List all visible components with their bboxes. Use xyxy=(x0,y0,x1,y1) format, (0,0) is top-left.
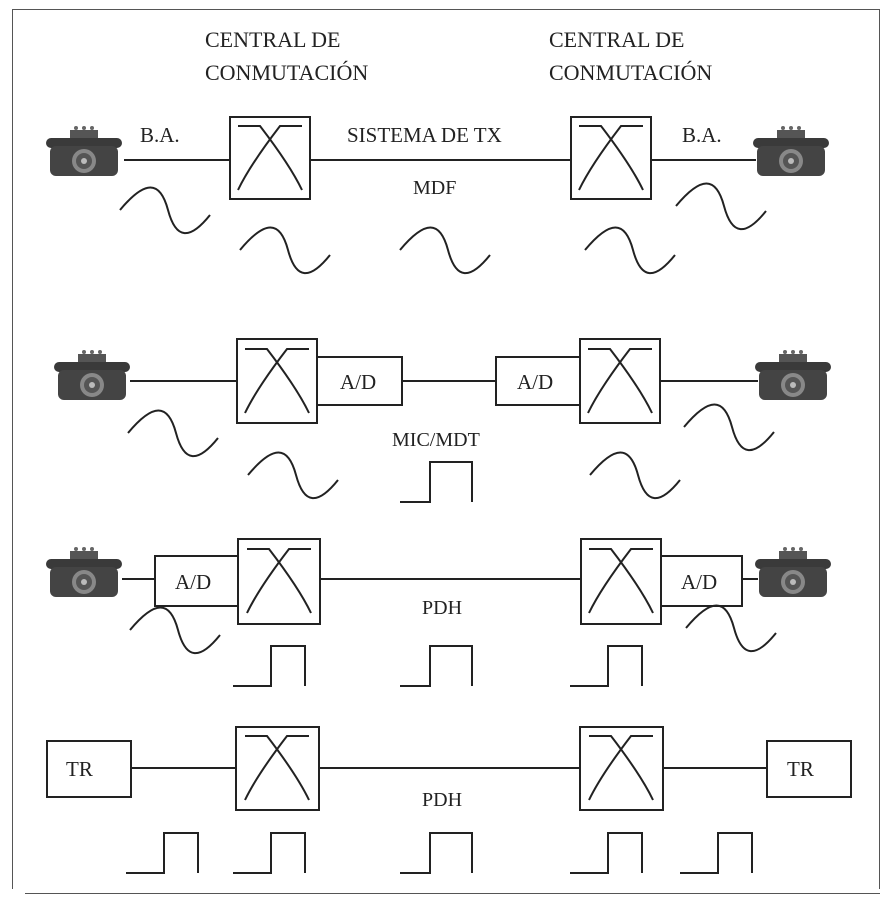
row-mic-mdt: A/D A/D MIC/MDT xyxy=(54,338,831,503)
pdh-label: PDH xyxy=(422,789,462,811)
row-pdh-2: TR TR PDH xyxy=(46,726,852,874)
central-left-title-2: CONMUTACIÓN xyxy=(205,60,368,85)
ad-left-label: A/D xyxy=(175,570,211,594)
central-right-title-1: CENTRAL DE xyxy=(549,27,684,52)
ad-left-label: A/D xyxy=(340,370,376,394)
figure-frame xyxy=(12,9,880,889)
row-pdh-1: A/D A/D PDH xyxy=(46,538,831,687)
switch-box-left xyxy=(229,116,311,200)
switch-box-right xyxy=(579,726,664,811)
tr-left-label: TR xyxy=(66,757,93,781)
switch-box-right xyxy=(570,116,652,200)
switch-box-left xyxy=(237,538,321,625)
row-mdf: B.A. B.A. SISTEMA DE TX MDF xyxy=(46,116,829,275)
ba-right-label: B.A. xyxy=(682,123,722,147)
tr-right-label: TR xyxy=(787,757,814,781)
tr-box-left xyxy=(46,740,132,798)
ad-converter-right xyxy=(660,555,743,607)
figure-frame-bottom xyxy=(25,893,880,894)
ad-right-label: A/D xyxy=(681,570,717,594)
switch-box-right xyxy=(579,338,661,424)
ba-left-label: B.A. xyxy=(140,123,180,147)
pdh-label: PDH xyxy=(422,597,462,619)
central-right-title-2: CONMUTACIÓN xyxy=(549,60,712,85)
ad-converter-left xyxy=(316,356,403,406)
link-label: SISTEMA DE TX xyxy=(347,123,502,147)
ad-right-label: A/D xyxy=(517,370,553,394)
ad-converter-right xyxy=(495,356,581,406)
switch-box-left xyxy=(235,726,320,811)
switch-box-right xyxy=(580,538,662,625)
central-left-title-1: CENTRAL DE xyxy=(205,27,340,52)
mdf-label: MDF xyxy=(413,177,456,199)
tr-box-right xyxy=(766,740,852,798)
mic-mdt-label: MIC/MDT xyxy=(392,429,480,451)
